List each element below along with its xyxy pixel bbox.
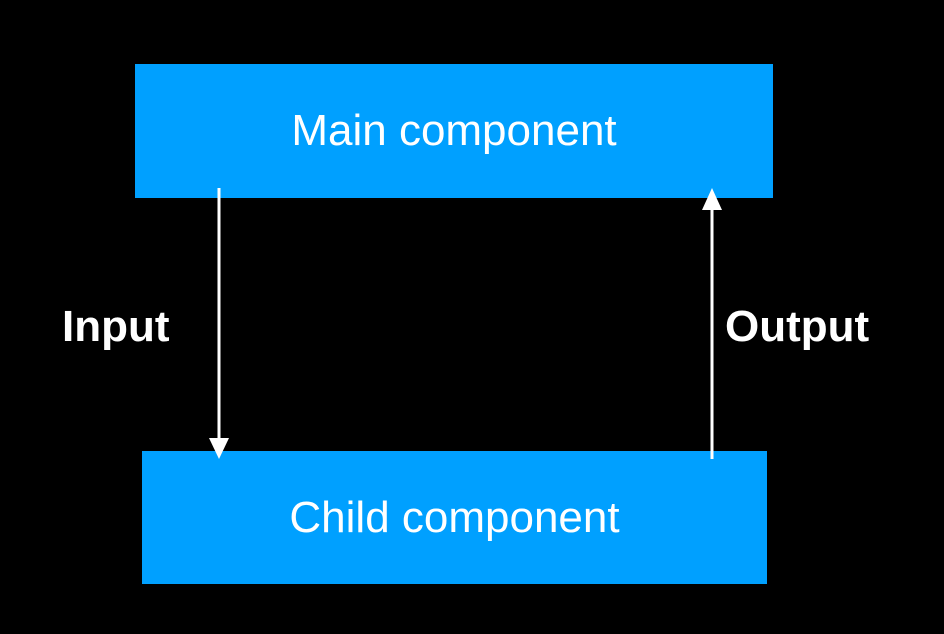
main-component-label: Main component bbox=[291, 106, 617, 155]
child-component-label: Child component bbox=[289, 492, 620, 542]
child-component-box: Child component bbox=[142, 451, 767, 584]
input-edge-label: Input bbox=[62, 302, 170, 351]
output-arrow bbox=[702, 188, 722, 459]
output-edge-label: Output bbox=[725, 302, 870, 351]
main-component-box: Main component bbox=[135, 64, 773, 198]
input-arrow bbox=[209, 188, 229, 459]
